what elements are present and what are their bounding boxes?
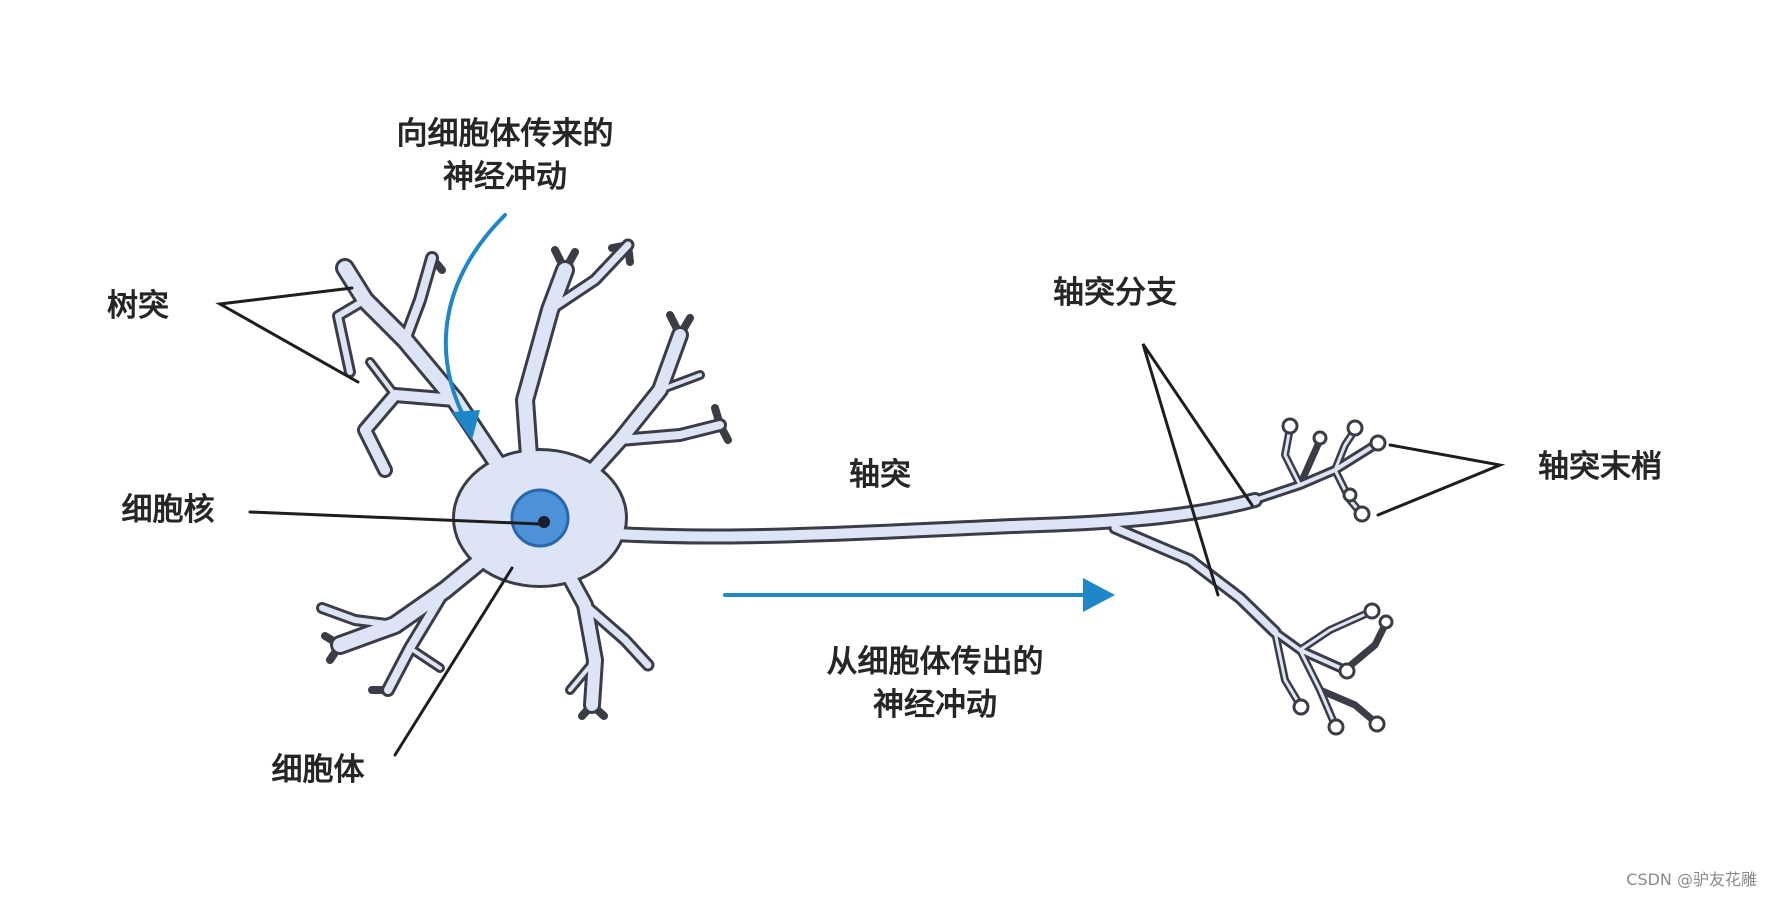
neuron xyxy=(316,238,1394,736)
leader-axon-terminal xyxy=(1376,443,1506,517)
nucleolus xyxy=(538,516,550,528)
label-nucleus: 细胞核 xyxy=(122,492,215,528)
leader-axon-branch xyxy=(1141,343,1254,597)
label-axon: 轴突 xyxy=(849,457,911,493)
impulse-in-arrow xyxy=(443,213,507,440)
watermark: CSDN @驴友花雕 xyxy=(1626,870,1757,889)
label-impulse-out-1: 从细胞体传出的 xyxy=(827,644,1044,680)
axon-terminal-bulbs xyxy=(1281,417,1394,736)
label-axon-branch: 轴突分支 xyxy=(1053,275,1177,311)
leader-lines xyxy=(215,286,1506,757)
label-impulse-in-1: 向细胞体传来的 xyxy=(397,116,614,152)
leader-cell-body xyxy=(393,566,514,757)
leader-nucleus xyxy=(248,510,542,526)
label-dendrite: 树突 xyxy=(107,288,169,324)
label-impulse-in-2: 神经冲动 xyxy=(443,159,567,195)
label-cell-body: 细胞体 xyxy=(272,752,365,788)
label-axon-terminal: 轴突末梢 xyxy=(1538,449,1662,485)
label-impulse-out-2: 神经冲动 xyxy=(873,687,997,723)
impulse-out-arrow xyxy=(723,578,1115,612)
leader-dendrite xyxy=(215,286,360,384)
